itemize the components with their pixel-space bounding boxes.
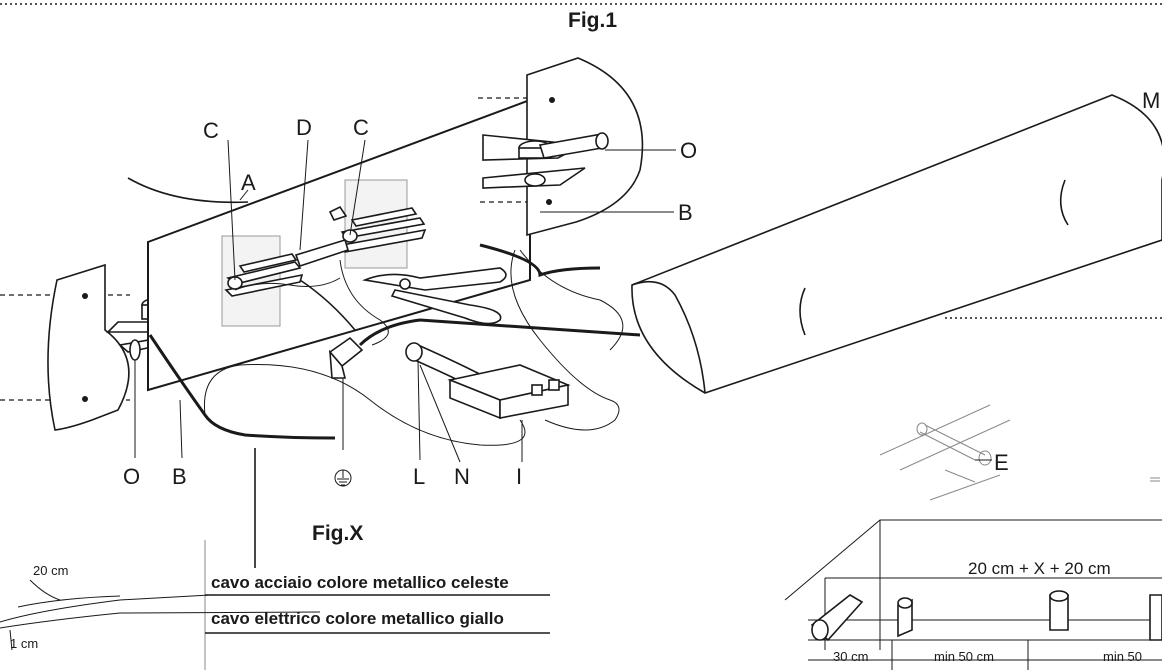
label-a: A	[241, 170, 256, 195]
figx-title: Fig.X	[312, 522, 363, 545]
label-c-right: C	[353, 115, 369, 140]
figx-cable-sketch	[0, 540, 321, 670]
ground-connector	[328, 336, 364, 379]
figx-dim-top: 20 cm	[33, 563, 68, 578]
leader-lines	[134, 139, 992, 568]
rail-dimension-diagram	[784, 519, 1162, 670]
label-c-left: C	[203, 118, 219, 143]
clamps	[224, 205, 427, 297]
caption-steel-cable: cavo acciaio colore metallico celeste	[211, 573, 509, 592]
wires	[148, 243, 641, 446]
label-b-right: B	[678, 200, 693, 225]
rail-dim-middle: min 50 cm	[934, 649, 994, 664]
label-m: M	[1142, 88, 1160, 113]
label-d: D	[296, 115, 312, 140]
rail-dim-total: 20 cm + X + 20 cm	[968, 559, 1111, 578]
fig1-title: Fig.1	[568, 9, 617, 32]
label-b-left: B	[172, 464, 187, 489]
rail-sketch-e	[879, 404, 1160, 501]
right-end-bracket	[478, 57, 644, 237]
label-l: L	[413, 464, 425, 489]
pliers	[362, 267, 507, 325]
terminal-block	[405, 342, 571, 420]
rail-dim-last: min 50	[1103, 649, 1142, 664]
label-o-right: O	[680, 138, 697, 163]
label-n: N	[454, 464, 470, 489]
ground-symbol-icon	[334, 469, 352, 487]
lamp-cover	[631, 94, 1162, 394]
caption-electric-cable: cavo elettrico colore metallico giallo	[211, 609, 504, 628]
figx-dim-bottom: 1 cm	[10, 636, 38, 651]
label-i: I	[516, 464, 522, 489]
rail-dim-first: 30 cm	[833, 649, 868, 664]
label-e: E	[994, 450, 1009, 475]
cable-a-left	[127, 177, 249, 204]
label-o-left: O	[123, 464, 140, 489]
